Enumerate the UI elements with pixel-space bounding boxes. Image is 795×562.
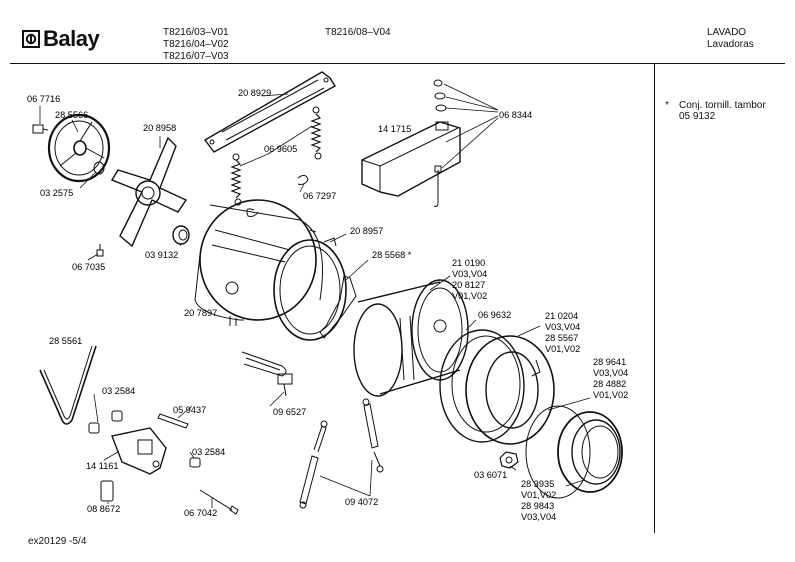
part-label: 03 2575 [40, 188, 73, 198]
part-label: 06 7035 [72, 262, 105, 272]
clamp-part [319, 275, 357, 339]
washer-part [93, 161, 105, 175]
part-label: 09 6527 [273, 407, 306, 417]
part-label: V03,V04 [452, 269, 487, 279]
model-list: T8216/03–V01 T8216/04–V02 T8216/07–V03 [163, 27, 229, 63]
part-label: V03,V04 [521, 512, 556, 522]
part-label: 21 0190 [452, 258, 485, 268]
rubber-strip-part [157, 413, 189, 429]
brand-name: Balay [43, 26, 100, 51]
part-label: 28 9641 [593, 357, 626, 367]
part-label: 14 1715 [378, 124, 411, 134]
part-label: 20 8929 [238, 88, 271, 98]
inner-drum-part [353, 279, 469, 397]
leader-lines [39, 83, 591, 508]
part-label: 03 2584 [102, 386, 135, 396]
heater-element-part [241, 351, 293, 397]
door-seal-part [557, 411, 623, 493]
tub-ring-part [273, 237, 347, 341]
front-tub-part [465, 335, 555, 445]
nut-part [499, 451, 519, 469]
model-code: T8216/04–V02 [163, 39, 229, 50]
note-code: 05 9132 [679, 111, 716, 122]
part-label: 06 9632 [478, 310, 511, 320]
part-label: 28 5561 [49, 336, 82, 346]
bushing-part [172, 225, 190, 245]
front-ring-part [439, 329, 525, 443]
part-label: 20 8957 [350, 226, 383, 236]
part-label: 06 7042 [184, 508, 217, 518]
drive-belt-part [43, 345, 93, 420]
part-label: 06 7297 [303, 191, 336, 201]
drawing-reference: ex20129 -5/4 [28, 536, 87, 547]
note-bullet: * [665, 100, 669, 111]
spring-part [310, 106, 322, 160]
bushing-part [111, 410, 123, 422]
part-label: 05 9437 [173, 405, 206, 415]
bushing-part [189, 457, 201, 468]
screw-part [96, 244, 104, 257]
part-label: 20 7897 [184, 308, 217, 318]
part-label: V01,V02 [545, 344, 580, 354]
category-subtitle: Lavadoras [707, 39, 754, 50]
part-label: 03 6071 [474, 470, 507, 480]
bolt-set-part [433, 79, 447, 207]
brand-logo: Balay [22, 26, 100, 51]
part-label: 28 9843 [521, 501, 554, 511]
part-label: 03 2584 [192, 447, 225, 457]
shock-absorber-part [299, 420, 328, 509]
category-title: LAVADO [707, 27, 747, 38]
bushing-part [88, 422, 100, 434]
part-label: 09 4072 [345, 497, 378, 507]
motor-bracket-part [111, 427, 167, 475]
header-divider [10, 63, 785, 64]
tub-rear-part [194, 199, 323, 326]
drive-belt-part [39, 345, 97, 425]
long-bolt-part [199, 489, 239, 515]
part-label: 20 8127 [452, 280, 485, 290]
part-label: V03,V04 [593, 368, 628, 378]
counterweight-part [361, 121, 461, 197]
gasket-ring-part [525, 405, 591, 499]
hook-part [246, 208, 259, 217]
shock-absorber-part [362, 398, 384, 473]
model-code: T8216/03–V01 [163, 27, 229, 38]
notes-divider [654, 63, 655, 533]
bolt-part [32, 124, 49, 134]
drum-cross-part [110, 136, 188, 248]
part-labels: 06 7716 28 5566 20 8958 03 2575 06 7035 … [27, 88, 628, 522]
brand-mark-icon [22, 30, 40, 48]
part-label: 21 0204 [545, 311, 578, 321]
part-label: 28 4882 [593, 379, 626, 389]
pulley-wheel-part [47, 113, 111, 183]
part-label: V01,V02 [593, 390, 628, 400]
part-label: 08 8672 [87, 504, 120, 514]
part-label: 06 7716 [27, 94, 60, 104]
part-label: 28 3935 [521, 479, 554, 489]
part-label: V03,V04 [545, 322, 580, 332]
part-label: 20 8958 [143, 123, 176, 133]
part-label: 28 5568 * [372, 250, 412, 260]
part-label: 28 5567 [545, 333, 578, 343]
part-label: V01,V02 [452, 291, 487, 301]
note-text: Conj. tornill. tambor [679, 100, 766, 111]
model-code-secondary: T8216/08–V04 [325, 27, 391, 38]
part-label: 06 9605 [264, 144, 297, 154]
spring-part [230, 153, 242, 206]
part-label: V01,V02 [521, 490, 556, 500]
spacer-part [100, 480, 114, 502]
model-code: T8216/07–V03 [163, 51, 229, 62]
part-label: 28 5566 [55, 110, 88, 120]
part-label: 06 8344 [499, 110, 532, 120]
part-label: 03 9132 [145, 250, 178, 260]
part-label: 14 1161 [86, 461, 119, 471]
hook-part [297, 174, 309, 185]
top-bracket-part [203, 71, 336, 153]
